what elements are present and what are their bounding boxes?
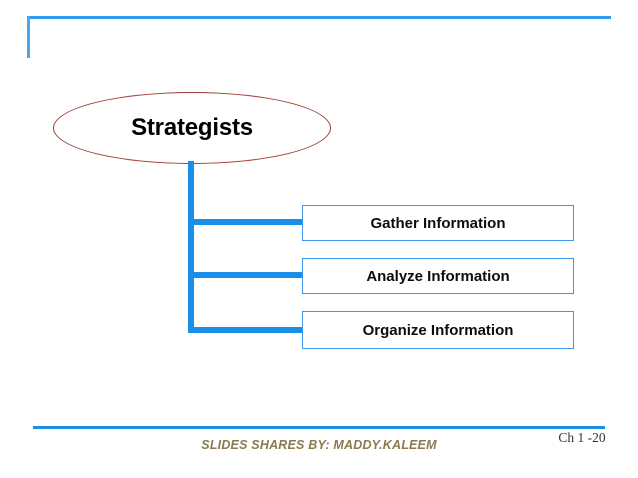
connector-branch-3 [188, 327, 306, 333]
root-node-strategists[interactable]: Strategists [53, 92, 331, 164]
leaf-node-label: Organize Information [362, 321, 514, 339]
slide-number-label: Ch 1 -20 [558, 430, 606, 445]
top-horizontal-rule [27, 16, 611, 19]
top-vertical-rule [27, 16, 30, 58]
leaf-node-label: Gather Information [370, 214, 506, 232]
leaf-node-label: Analyze Information [366, 267, 510, 285]
root-node-label: Strategists [131, 114, 253, 141]
connector-trunk [188, 161, 194, 333]
leaf-node-analyze-information[interactable]: Analyze Information [302, 258, 574, 294]
leaf-node-gather-information[interactable]: Gather Information [302, 205, 574, 241]
bottom-horizontal-rule [33, 426, 605, 429]
connector-branch-2 [188, 272, 306, 278]
footer-credit-text: SLIDES SHARES BY: MADDY.KALEEM [201, 438, 437, 452]
leaf-node-organize-information[interactable]: Organize Information [302, 311, 574, 349]
connector-branch-1 [188, 219, 306, 225]
